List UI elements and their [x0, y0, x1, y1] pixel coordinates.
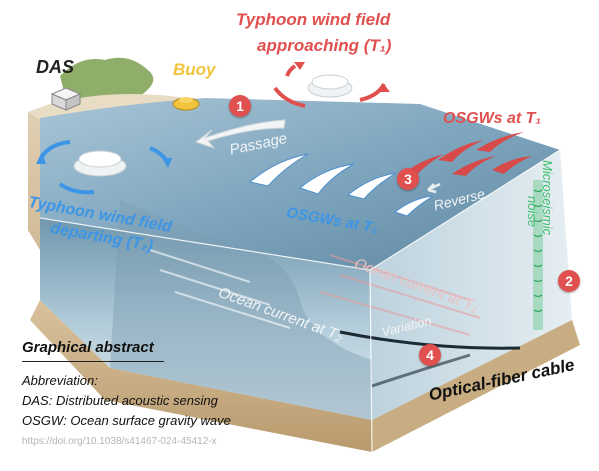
passage-arrow	[194, 119, 286, 150]
label-noise: noise	[525, 196, 540, 228]
seabed-front	[30, 300, 372, 452]
osgw-waves-t2	[248, 153, 434, 217]
reverse-arrow	[427, 182, 441, 194]
buoy-icon	[172, 97, 200, 111]
front-water-face	[40, 218, 372, 420]
abstract-osgw-definition: OSGW: Ocean surface gravity wave	[22, 413, 231, 428]
abstract-abbrev-heading: Abbreviation:	[22, 373, 98, 388]
sea-surface	[40, 98, 560, 270]
label-buoy: Buoy	[173, 60, 216, 79]
das-station-icon	[50, 87, 82, 111]
label-das: DAS	[36, 57, 75, 77]
continental-slope	[110, 200, 372, 420]
microseismic-wavelets	[533, 189, 543, 313]
typhoon-approaching-icon	[273, 62, 390, 108]
abstract-rule	[22, 361, 164, 362]
abstract-doi[interactable]: https://doi.org/10.1038/s41467-024-45412…	[22, 436, 217, 447]
label-typhoon-approaching-1: Typhoon wind field	[236, 10, 391, 29]
label-microseismic: Microseismic	[540, 160, 555, 236]
cable-buried	[371, 353, 471, 388]
label-typhoon-approaching-2: approaching (T₁)	[257, 36, 392, 55]
label-osgw-t1: OSGWs at T₁	[443, 110, 542, 127]
ocean-current-streaks-t2	[149, 249, 291, 329]
ocean-current-streaks-t1	[319, 254, 481, 336]
coastal-hill	[60, 57, 154, 100]
seabed-right	[372, 320, 580, 452]
marker-1: 1	[229, 95, 251, 117]
microseismic-band	[533, 180, 543, 330]
block-outline	[39, 149, 561, 453]
abstract-title: Graphical abstract	[22, 339, 154, 356]
marker-4: 4	[419, 344, 441, 366]
marker-2: 2	[558, 270, 580, 292]
typhoon-departing-icon	[36, 140, 172, 195]
marker-3: 3	[397, 168, 419, 190]
abstract-das-definition: DAS: Distributed acoustic sensing	[22, 393, 218, 408]
